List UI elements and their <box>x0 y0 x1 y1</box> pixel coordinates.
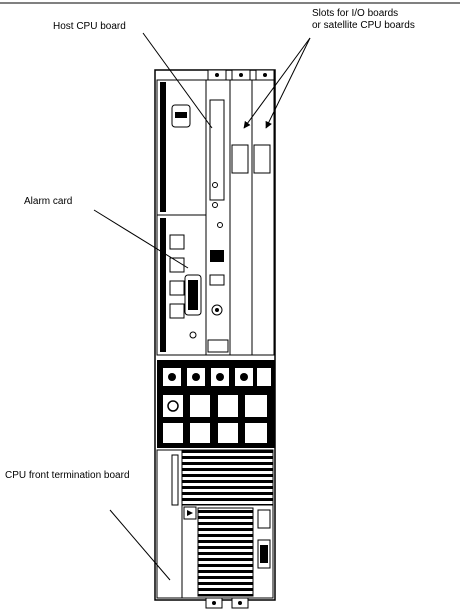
chassis-bottom-rail <box>205 597 249 609</box>
fan-module-area <box>157 360 275 448</box>
io-slot-1-leader <box>243 37 311 129</box>
host-cpu-board <box>205 79 231 356</box>
cpu-front-termination-board-leader <box>109 509 171 581</box>
host-cpu-board-label: Host CPU board <box>53 21 126 32</box>
io-slots-label-line-1: Slots for I/O boards <box>312 8 399 19</box>
cpu-front-termination-board <box>156 449 183 599</box>
ventilation-grille <box>181 449 274 599</box>
alarm-card-label: Alarm card <box>24 196 73 207</box>
io-slots-label: Slots for I/O boards or satellite CPU bo… <box>312 8 415 32</box>
host-cpu-board-leader <box>142 32 213 129</box>
cpu-front-termination-board-label: CPU front termination board <box>5 470 130 481</box>
io-slot-2 <box>251 79 275 356</box>
filler-panel <box>156 79 207 216</box>
alarm-card <box>156 214 207 356</box>
alarm-card-leader <box>93 209 189 269</box>
io-slots-label-line-2: or satellite CPU boards <box>312 20 415 31</box>
io-slot-2-leader <box>265 37 311 129</box>
